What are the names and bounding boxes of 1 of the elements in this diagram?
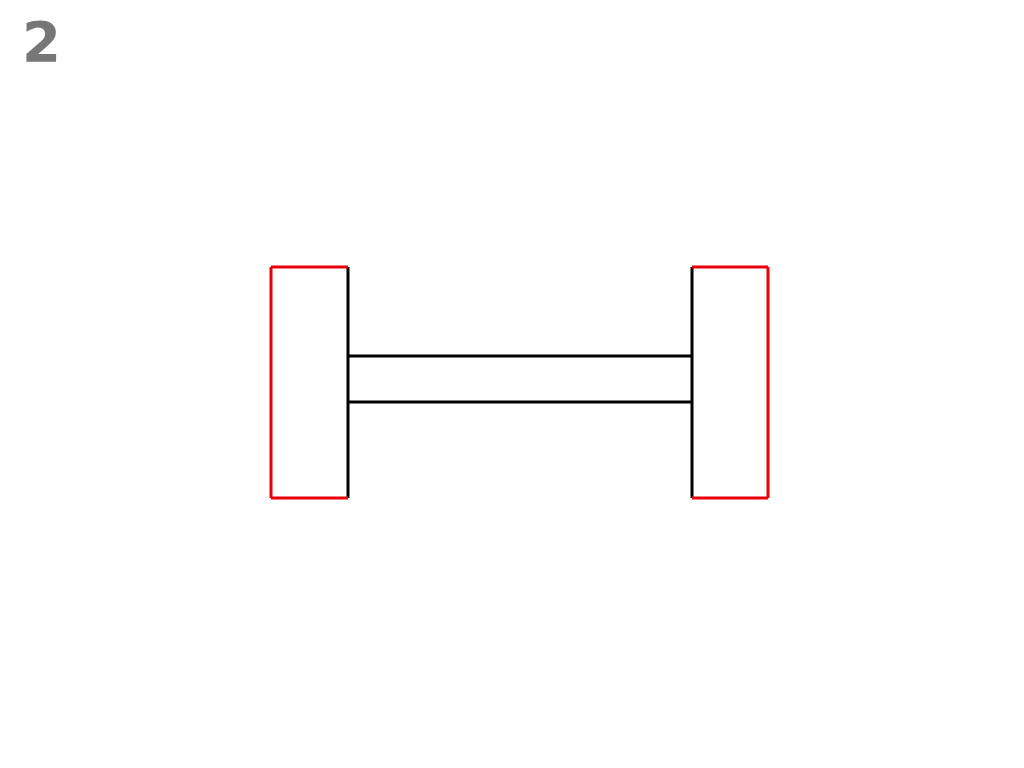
step-number: 2 (22, 14, 61, 70)
